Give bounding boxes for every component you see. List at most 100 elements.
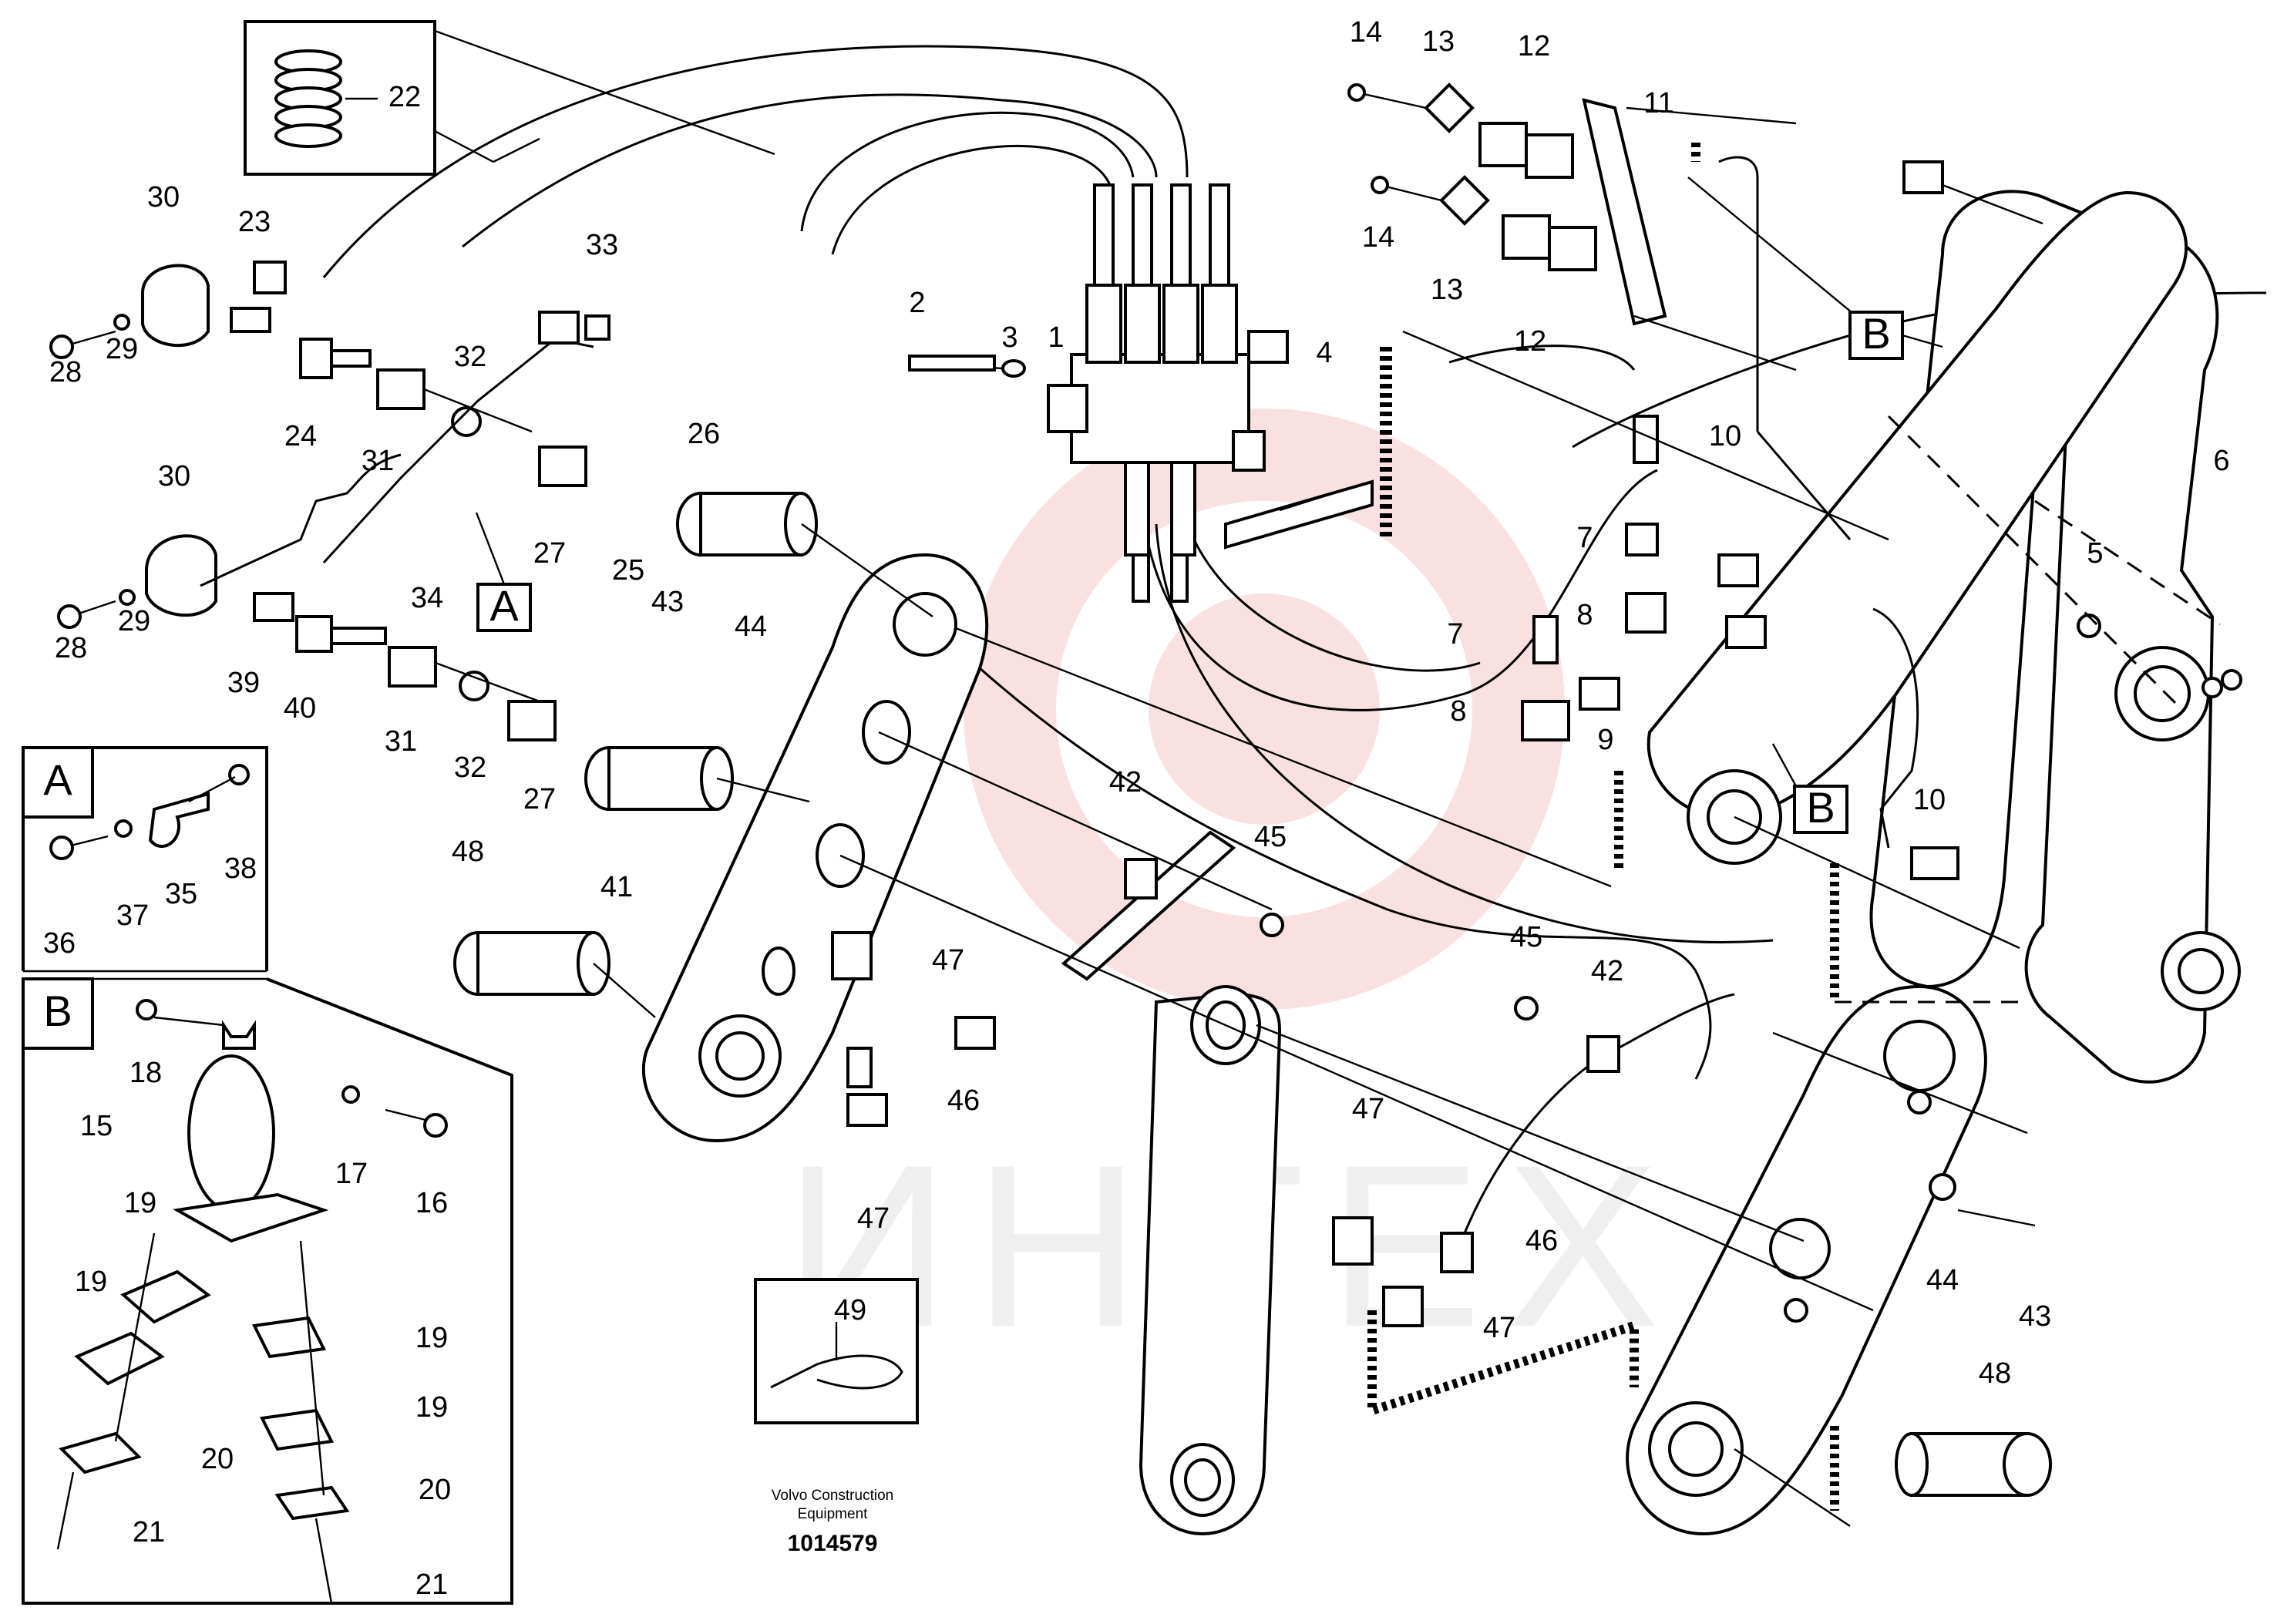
plate [1224,479,1374,550]
link-right [1626,984,1987,1536]
ref-box-b-top: B [1862,309,1890,358]
tilt-rod [1139,985,1282,1536]
callout-c20b: 20 [419,1474,451,1506]
callout-c42a: 42 [1109,766,1142,799]
callout-c29b: 29 [118,605,150,637]
ref-box-a: A [489,581,519,630]
callout-c9: 9 [1597,724,1613,756]
callout-c19b: 19 [75,1266,107,1298]
callout-c1: 1 [1048,321,1064,354]
callout-c40: 40 [284,692,316,725]
callout-c47a: 47 [932,944,964,977]
detail-b-label: B [43,987,72,1035]
clamp-set-upper [1347,82,1667,326]
callout-c34: 34 [411,582,443,614]
callout-c35: 35 [165,878,197,910]
assembly-lines [593,106,2221,1527]
callout-c23: 23 [238,206,271,238]
ref-box-b-mid: B [1806,783,1835,832]
callout-c14a: 14 [1350,16,1382,49]
callout-c47b: 47 [857,1202,890,1235]
callout-c38: 38 [224,852,257,885]
callout-c31b: 31 [385,725,417,758]
callout-c4: 4 [1316,337,1332,369]
callout-c36: 36 [43,927,76,960]
detail-a-label: A [43,755,72,804]
detail-box-49 [754,1278,919,1424]
callout-c15: 15 [80,1110,113,1142]
reference-boxes: A B B [475,309,1943,834]
callout-c8a: 8 [1576,599,1593,631]
link-left [641,553,989,1143]
callout-c2: 2 [909,287,925,319]
callout-c7b: 7 [1447,618,1463,651]
fittings-upper [49,261,533,437]
detail-box-b: B [22,977,513,1605]
callout-c33: 33 [586,229,618,261]
callout-c44a: 44 [735,610,767,643]
pins-bushings [453,446,2052,1497]
callout-c29a: 29 [106,333,138,365]
detail-box-a: A [22,746,268,973]
callout-c42b: 42 [1591,955,1623,987]
callout-c26: 26 [688,418,720,450]
callout-c30a: 30 [147,181,180,214]
callout-c39: 39 [227,667,260,699]
callout-c27b: 27 [523,783,556,815]
callout-c12a: 12 [1518,30,1550,62]
callout-c11: 11 [1643,87,1673,119]
callout-c16: 16 [415,1187,448,1219]
callout-c10b: 10 [1913,784,1946,816]
detail-box-22 [244,20,775,176]
callout-c22: 22 [388,81,421,113]
callout-c5: 5 [2087,537,2103,570]
callout-c25: 25 [612,554,644,587]
callout-c45b: 45 [1510,921,1542,953]
fittings-lower [57,311,610,703]
callout-c24: 24 [284,420,317,452]
caption-company-line2: Equipment [798,1506,869,1522]
callout-c31a: 31 [362,445,394,477]
callout-c43b: 43 [2019,1300,2051,1333]
callout-c46b: 46 [1525,1225,1558,1257]
callout-c19c: 19 [415,1322,448,1354]
callout-c18: 18 [130,1057,162,1089]
callout-c28a: 28 [49,356,82,388]
callout-c45a: 45 [1254,821,1287,853]
callout-c49: 49 [834,1294,866,1326]
callout-c44b: 44 [1926,1264,1959,1296]
callout-c19a: 19 [124,1187,156,1219]
callout-c21a: 21 [133,1516,165,1548]
callout-c12b: 12 [1514,325,1546,358]
callout-c20a: 20 [201,1443,234,1475]
callout-c37: 37 [116,899,149,932]
callout-c47d: 47 [1483,1312,1515,1344]
callout-c47c: 47 [1352,1093,1384,1125]
callout-c28b: 28 [55,632,87,664]
callout-c30b: 30 [158,460,190,493]
callout-c13a: 13 [1422,25,1455,58]
callout-c19d: 19 [415,1391,448,1424]
callout-c17: 17 [335,1158,368,1190]
callout-c10a: 10 [1709,420,1741,452]
callout-c46a: 46 [947,1084,980,1117]
callout-c6: 6 [2213,445,2229,477]
fittings-right [1521,160,1959,880]
callout-c3: 3 [1001,321,1018,354]
fittings-center [831,830,2036,1327]
distributor-block [908,183,1289,603]
spring-coil-icon [274,49,342,148]
callout-c21b: 21 [415,1569,448,1601]
callout-c32a: 32 [454,341,486,373]
callout-c41: 41 [600,871,633,903]
callout-c48b: 48 [1979,1357,2011,1390]
callout-c27a: 27 [533,537,566,570]
callout-c43a: 43 [651,586,684,618]
callout-c8b: 8 [1450,695,1466,728]
callout-c13b: 13 [1431,274,1463,306]
caption-company: Volvo Construction [772,1488,893,1504]
callout-c48a: 48 [452,836,484,868]
